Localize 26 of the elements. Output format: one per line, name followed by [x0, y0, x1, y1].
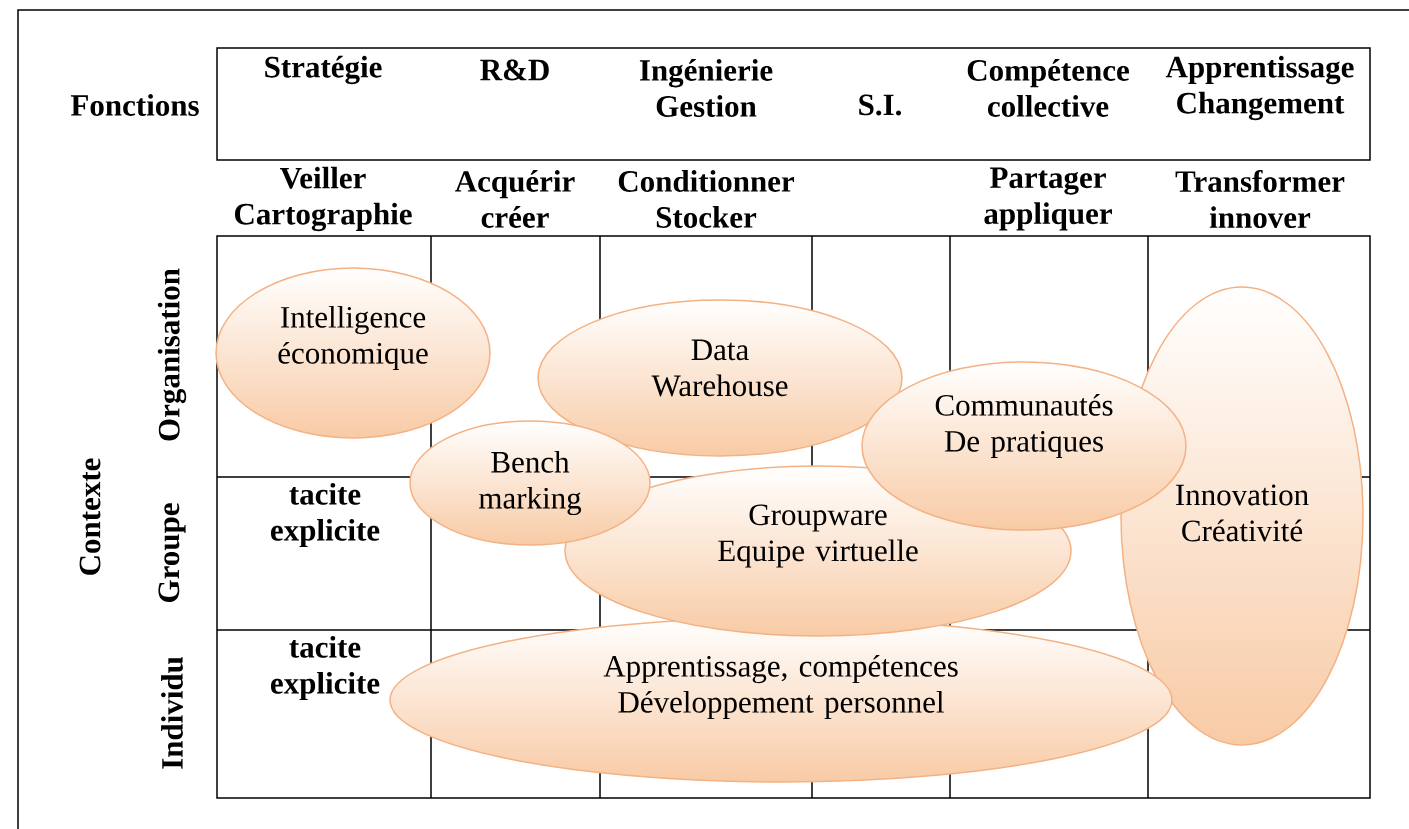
- ellipse-text: Data Warehouse: [651, 339, 788, 397]
- row-heading: Fonctions: [70, 94, 199, 116]
- column-heading: S.I.: [859, 94, 902, 116]
- ellipse: [215, 267, 491, 439]
- column-heading: R&D: [480, 59, 549, 81]
- ellipse-text: Innovation Créativité: [1175, 484, 1309, 542]
- column-heading: Veiller Cartographie: [235, 166, 412, 232]
- ellipse: [409, 420, 651, 546]
- column-heading: Conditionner Stocker: [618, 170, 795, 228]
- column-heading: Acquérir créer: [455, 170, 575, 228]
- column-heading: Ingénierie Gestion: [639, 59, 773, 117]
- column-heading: Partager appliquer: [984, 167, 1112, 231]
- row-heading: Groupe: [158, 503, 186, 602]
- ellipse-text: Apprentissage, compétences Développement personnel: [603, 654, 958, 720]
- column-heading: Apprentissage Changement: [1165, 55, 1354, 121]
- column-heading: Compétence collective: [967, 59, 1129, 117]
- ellipse-text: Bench marking: [479, 450, 582, 516]
- row-heading: Individu: [161, 656, 183, 769]
- row-heading: Organisation: [157, 268, 187, 441]
- cell-text: tacite explicite: [271, 482, 380, 548]
- ellipse-text: Intelligence économique: [278, 305, 428, 371]
- column-heading: Stratégie: [265, 55, 382, 85]
- row-heading: Contexte: [79, 458, 101, 575]
- ellipse-text: Groupware Equipe virtuelle: [718, 504, 918, 568]
- ellipse-text: Communautés De pratiques: [935, 393, 1113, 459]
- column-heading: Transformer innover: [1175, 169, 1345, 229]
